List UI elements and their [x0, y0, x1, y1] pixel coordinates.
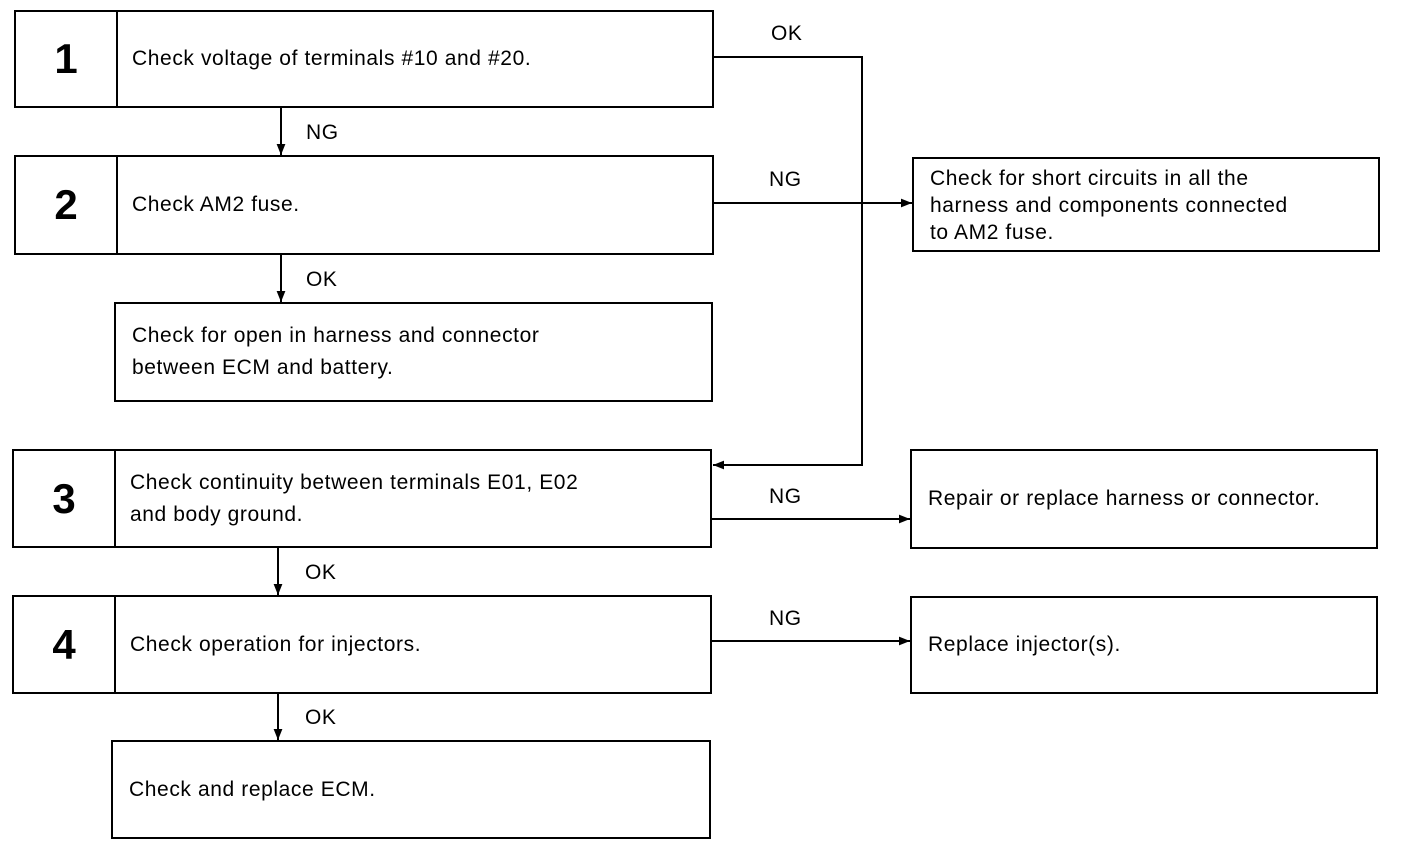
label-4-ng: NG — [769, 607, 802, 630]
step-4-box: 4 Check operation for injectors. — [12, 595, 712, 694]
label-1-ng: NG — [306, 121, 339, 144]
label-2-ok: OK — [306, 268, 338, 291]
repair-replace-box: Repair or replace harness or connector. — [910, 449, 1378, 549]
step-number: 4 — [14, 597, 116, 692]
arrow-1-ok-to-3 — [713, 56, 863, 470]
label-2-ng: NG — [769, 168, 802, 191]
step-number: 1 — [16, 12, 118, 106]
replace-injectors-box: Replace injector(s). — [910, 596, 1378, 694]
step-2-box: 2 Check AM2 fuse. — [14, 155, 714, 255]
step-text: Check continuity between terminals E01, … — [130, 470, 579, 526]
step-1-box: 1 Check voltage of terminals #10 and #20… — [14, 10, 714, 108]
step-text: Check voltage of terminals #10 and #20. — [132, 47, 532, 70]
label-3-ng: NG — [769, 485, 802, 508]
step-number: 3 — [14, 451, 116, 546]
short-circuits-box: Check for short circuits in all the harn… — [912, 157, 1380, 252]
step-text: Check operation for injectors. — [130, 632, 422, 656]
step-text: Check AM2 fuse. — [132, 193, 300, 216]
open-harness-box: Check for open in harness and connector … — [114, 302, 713, 402]
label-3-ok: OK — [305, 561, 337, 584]
label-4-ok: OK — [305, 706, 337, 729]
step-number: 2 — [16, 157, 118, 253]
replace-ecm-box: Check and replace ECM. — [111, 740, 711, 839]
label-1-ok: OK — [771, 22, 803, 45]
step-3-box: 3 Check continuity between terminals E01… — [12, 449, 712, 548]
